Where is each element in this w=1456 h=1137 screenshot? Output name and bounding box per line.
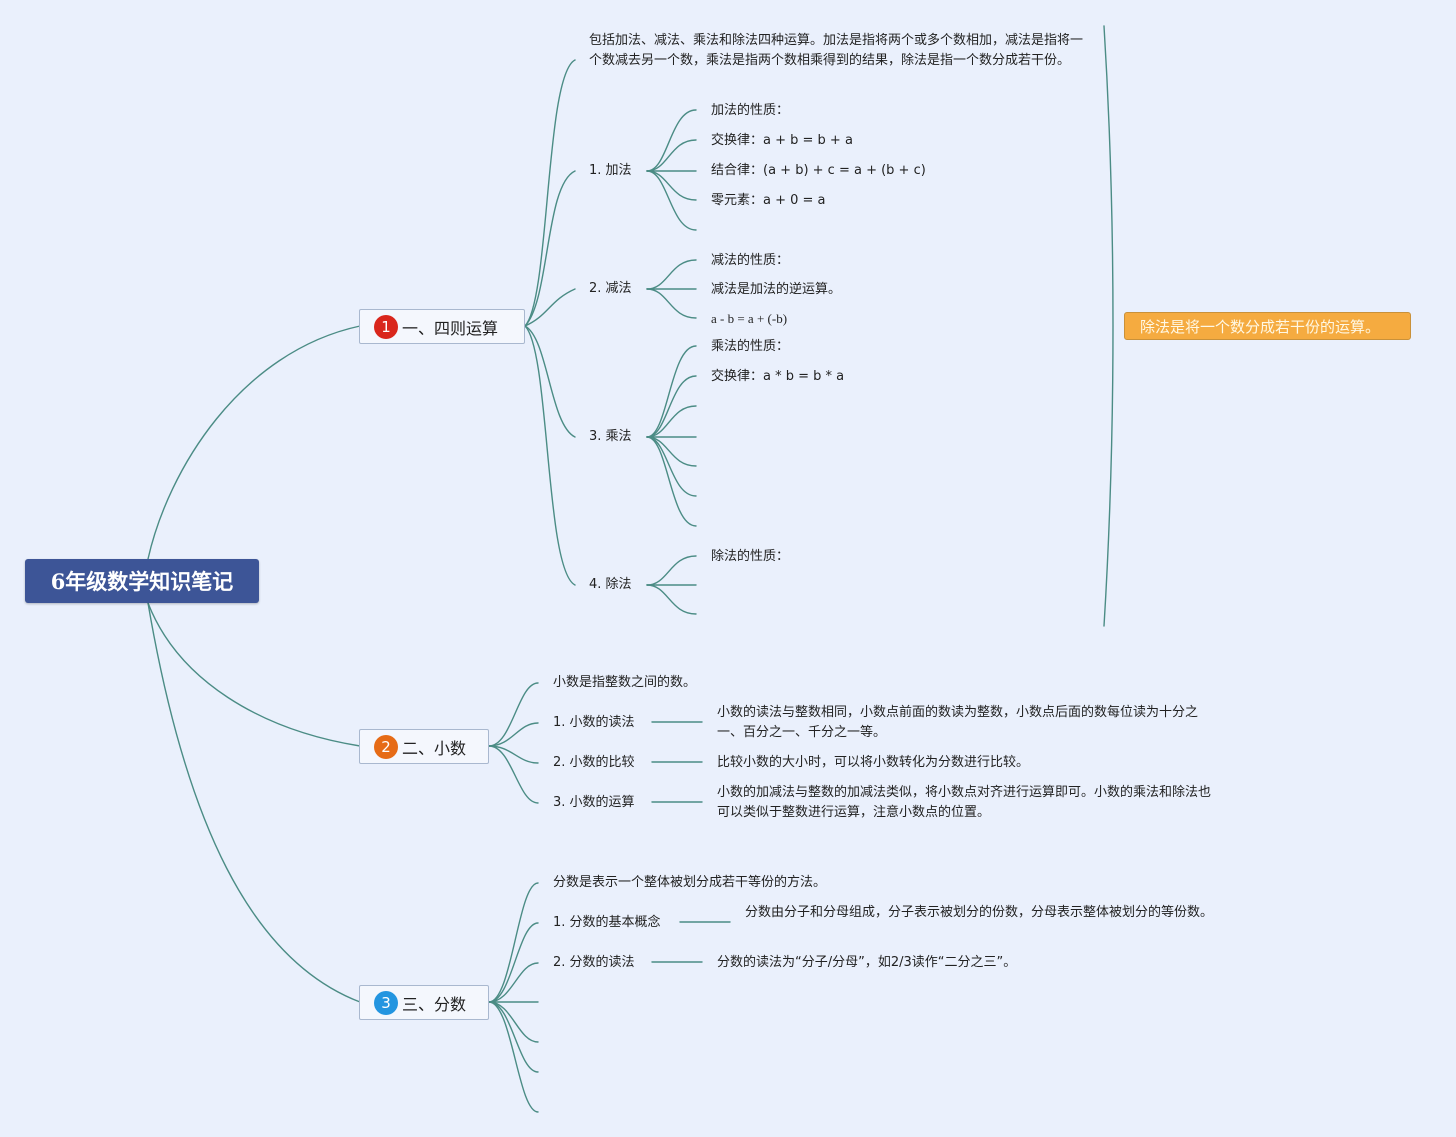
subtopic-decimal-reading[interactable]: 1. 小数的读法 [553,715,635,730]
connector-topic1-add [524,170,576,327]
arithmetic-intro[interactable]: 包括加法、减法、乘法和除法四种运算。加法是指将两个或多个数相加，减法是指将一个数… [589,33,1084,68]
topic-title: 三、分数 [402,994,467,1014]
connector-root-topic2 [147,602,361,747]
addition-commutative[interactable]: 交换律：a + b = b + a [711,133,853,148]
connector-topic1-sub [524,288,576,327]
subtopic-addition[interactable]: 1. 加法 [589,163,632,178]
subtopic-decimal-operations[interactable]: 3. 小数的运算 [553,795,635,810]
connector-root-topic1 [147,325,361,560]
connector-topic1-mul [524,325,576,438]
decimal-reading-detail[interactable]: 小数的读法与整数相同，小数点前面的数读为整数，小数点后面的数每位读为十分之一、百… [717,705,1199,740]
topic-node-fractions[interactable]: 3 三、分数 [359,985,489,1020]
subtopic-fraction-reading[interactable]: 2. 分数的读法 [553,955,635,970]
fractions-intro[interactable]: 分数是表示一个整体被划分成若干等份的方法。 [553,875,827,890]
subtraction-property-heading[interactable]: 减法的性质： [711,253,790,268]
root-title: 6年级数学知识笔记 [50,569,234,594]
decimal-operations-detail[interactable]: 小数的加减法与整数的加减法类似，将小数点对齐进行运算即可。小数的乘法和除法也可以… [717,785,1212,820]
subtopic-multiplication[interactable]: 3. 乘法 [589,429,632,444]
number-badge: 3 [374,990,398,1015]
topic-node-decimals[interactable]: 2 二、小数 [359,729,489,764]
subtopic-division[interactable]: 4. 除法 [589,577,632,592]
connector-root-topic3 [147,602,361,1003]
fraction-reading-detail[interactable]: 分数的读法为“分子/分母”，如2/3读作“二分之三”。 [717,955,1017,970]
topic-node-arithmetic[interactable]: 1 一、四则运算 [359,309,525,344]
summary-note[interactable]: 除法是将一个数分成若干份的运算。 [1124,312,1411,340]
summary-note-text: 除法是将一个数分成若干份的运算。 [1140,317,1381,336]
topic-title: 二、小数 [402,738,467,758]
number-badge: 2 [374,734,398,759]
fraction-concept-detail[interactable]: 分数由分子和分母组成，分子表示被划分的份数，分母表示整体被划分的等份数。 [745,905,1214,920]
subtopic-fraction-concept[interactable]: 1. 分数的基本概念 [553,915,661,930]
number-badge: 1 [374,314,398,339]
addition-property-heading[interactable]: 加法的性质： [711,103,790,118]
connector-topic1-intro [524,59,576,327]
addition-zero-element[interactable]: 零元素：a + 0 = a [711,193,826,208]
decimal-comparison-detail[interactable]: 比较小数的大小时，可以将小数转化为分数进行比较。 [717,755,1030,770]
subtraction-formula[interactable]: a - b = a + (-b) [711,311,788,326]
multiplication-property-heading[interactable]: 乘法的性质： [711,339,790,354]
root-node[interactable]: 6年级数学知识笔记 [25,559,259,603]
addition-associative[interactable]: 结合律：(a + b) + c = a + (b + c) [711,163,926,178]
topic-title: 一、四则运算 [402,318,499,338]
division-property-heading[interactable]: 除法的性质： [711,549,790,564]
decimals-intro[interactable]: 小数是指整数之间的数。 [553,675,697,690]
connector-topic1-div [524,325,576,586]
multiplication-commutative[interactable]: 交换律：a * b = b * a [711,369,845,384]
subtraction-inverse[interactable]: 减法是加法的逆运算。 [711,282,842,297]
summary-bracket [1103,25,1114,627]
subtopic-decimal-comparison[interactable]: 2. 小数的比较 [553,755,635,770]
subtopic-subtraction[interactable]: 2. 减法 [589,281,632,296]
